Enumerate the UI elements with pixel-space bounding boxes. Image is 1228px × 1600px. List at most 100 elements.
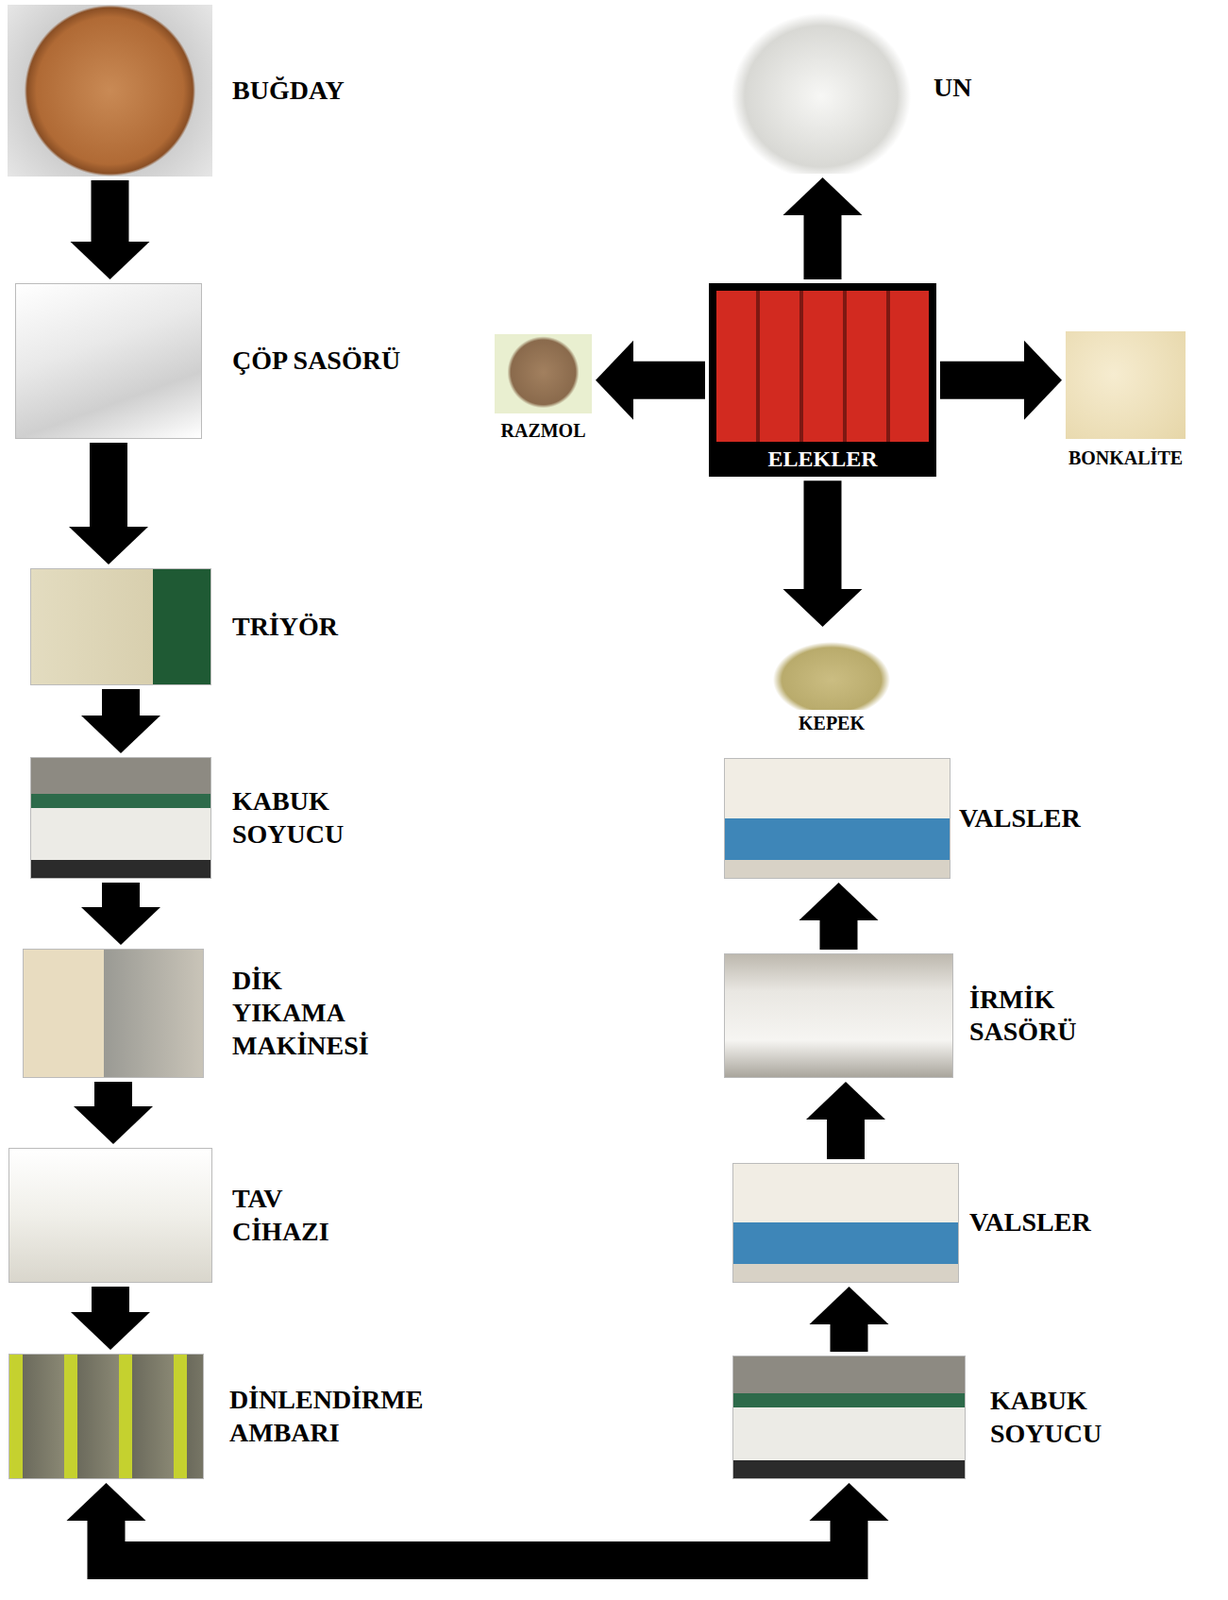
process-step: DİK YIKAMA MAKİNESİ: [22, 948, 370, 1078]
process-step: TAV CİHAZI: [8, 1147, 330, 1283]
machine-photo: [7, 4, 213, 177]
arrow-head: [73, 1106, 153, 1144]
step-name: VALSLER: [969, 1206, 1092, 1239]
machine-photo: [30, 568, 212, 686]
arrow-head: [783, 588, 863, 627]
step-name: BUĞDAY: [232, 74, 345, 107]
step-label: VALSLER: [969, 1206, 1092, 1239]
arrow-shaft: [106, 1519, 850, 1561]
machine-photo: [732, 1355, 966, 1480]
process-step: BONKALİTE: [1065, 331, 1186, 470]
flow-arrow: [73, 1081, 153, 1144]
process-step: KABUK SOYUCU: [30, 756, 344, 879]
arrow-head: [70, 241, 151, 280]
flow-arrow: [70, 180, 151, 280]
arrow-head: [67, 1482, 147, 1521]
step-name: TRİYÖR: [232, 610, 338, 643]
arrow-head: [70, 1312, 151, 1350]
flow-arrow: [809, 1286, 890, 1352]
arrow-shaft: [91, 180, 130, 243]
step-label: VALSLER: [958, 802, 1081, 835]
machine-photo: [719, 1, 924, 174]
step-label: DİNLENDİRME AMBARI: [229, 1383, 423, 1448]
step-name: VALSLER: [958, 802, 1081, 835]
arrow-shaft: [804, 214, 842, 280]
flow-arrow: [595, 340, 706, 421]
process-step: RAZMOL: [494, 334, 592, 442]
step-name: DİK YIKAMA MAKİNESİ: [232, 964, 370, 1061]
process-step: VALSLER: [723, 757, 1081, 879]
flow-arrow: [783, 177, 863, 280]
machine-photo: [732, 1162, 959, 1283]
step-label: KEPEK: [798, 711, 865, 735]
process-step: KEPEK: [770, 630, 893, 735]
arrow-head: [595, 340, 634, 421]
flow-arrow: [68, 442, 149, 565]
step-label: TAV CİHAZI: [232, 1182, 330, 1247]
machine-photo: [30, 756, 212, 879]
process-step: UN: [719, 1, 972, 174]
arrow-shaft: [804, 480, 842, 590]
step-name: DİNLENDİRME AMBARI: [229, 1383, 423, 1448]
flow-arrow: [783, 480, 863, 627]
step-name: KABUK SOYUCU: [232, 785, 344, 850]
step-name: İRMİK SASÖRÜ: [969, 983, 1077, 1048]
sieve-box: ELEKLER: [708, 283, 937, 477]
process-step: TRİYÖR: [30, 568, 338, 686]
arrow-shaft: [632, 361, 706, 400]
step-label: KABUK SOYUCU: [990, 1384, 1102, 1449]
arrow-shaft: [820, 919, 858, 950]
step-label: İRMİK SASÖRÜ: [969, 983, 1077, 1048]
step-name: KABUK SOYUCU: [990, 1384, 1102, 1449]
process-step: VALSLER: [732, 1162, 1092, 1283]
arrow-head: [68, 526, 149, 565]
machine-photo: [22, 948, 204, 1078]
flow-arrow: [81, 689, 161, 754]
step-name: ÇÖP SASÖRÜ: [232, 344, 401, 377]
flow-arrow: [799, 882, 879, 950]
step-label: DİK YIKAMA MAKİNESİ: [232, 964, 370, 1061]
process-step: BUĞDAY: [7, 4, 345, 177]
machine-photo: [8, 1353, 204, 1480]
machine-photo: [723, 757, 951, 879]
step-name: KEPEK: [798, 711, 865, 735]
arrow-shaft: [89, 442, 128, 528]
machine-photo: [494, 334, 592, 414]
step-label: RAZMOL: [501, 419, 587, 442]
step-name: ELEKLER: [767, 445, 877, 473]
step-name: RAZMOL: [501, 419, 587, 442]
arrow-head: [809, 1286, 890, 1325]
arrow-shaft: [826, 1118, 865, 1160]
step-label: TRİYÖR: [232, 610, 338, 643]
arrow-head: [1024, 340, 1062, 421]
arrow-shaft: [940, 361, 1026, 400]
arrow-head: [81, 907, 161, 945]
machine-photo: [723, 953, 954, 1078]
step-label: KABUK SOYUCU: [232, 785, 344, 850]
step-label: ÇÖP SASÖRÜ: [232, 344, 401, 377]
process-step: KABUK SOYUCU: [732, 1355, 1102, 1480]
flow-arrow: [67, 1482, 890, 1561]
step-label: ELEKLER: [767, 445, 877, 473]
arrow-shaft: [91, 1286, 130, 1313]
arrow-shaft: [830, 1323, 869, 1352]
process-step: İRMİK SASÖRÜ: [723, 953, 1077, 1078]
arrow-head: [809, 1482, 890, 1521]
machine-photo: [15, 283, 202, 439]
flow-arrow: [81, 882, 161, 945]
flow-arrow: [70, 1286, 151, 1350]
process-step: DİNLENDİRME AMBARI: [8, 1353, 423, 1480]
machine-photo: [8, 1147, 213, 1283]
arrow-head: [81, 715, 161, 754]
arrow-shaft: [101, 689, 140, 717]
arrow-head: [806, 1081, 886, 1120]
step-label: BONKALİTE: [1068, 446, 1183, 470]
flow-arrow: [806, 1081, 886, 1160]
step-name: BONKALİTE: [1068, 446, 1183, 470]
step-name: TAV CİHAZI: [232, 1182, 330, 1247]
arrow-head: [783, 177, 863, 216]
arrow-head: [799, 882, 879, 921]
step-label: UN: [933, 71, 972, 104]
flow-arrow: [940, 340, 1062, 421]
